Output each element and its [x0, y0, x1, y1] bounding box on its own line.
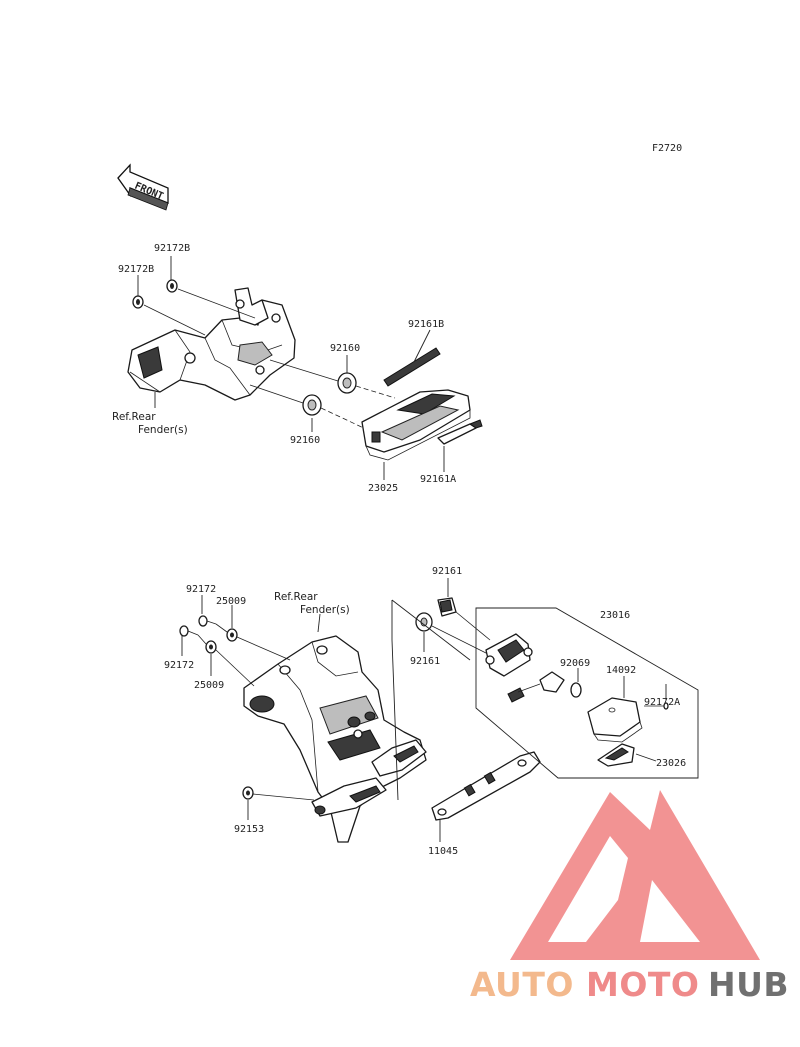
bolt-92172b-left [132, 295, 144, 309]
lens-14092 [587, 697, 643, 743]
label-92161b: 92161B [408, 319, 444, 330]
damper-92161-bottom [415, 612, 433, 632]
license-bracket-body [243, 635, 427, 843]
label-ref-rear-upper-2: Fender(s) [138, 424, 188, 436]
label-92069: 92069 [560, 658, 590, 669]
label-92172a: 92172A [644, 697, 680, 708]
logo-text-auto: AUTO [470, 965, 574, 1004]
socket-92069 [507, 671, 582, 703]
logo-text-hub: HUB [708, 965, 789, 1004]
label-92160-lower: 92160 [290, 435, 320, 446]
label-ref-rear-upper-1: Ref.Rear [112, 411, 156, 423]
grommet-92160-lower [302, 394, 322, 416]
label-92160-upper: 92160 [330, 343, 360, 354]
bolt-92172-bottom [179, 625, 199, 637]
front-arrow-icon: FRONT [117, 163, 169, 211]
label-92172-top: 92172 [186, 584, 216, 595]
label-92161-bottom: 92161 [410, 656, 440, 667]
label-92153: 92153 [234, 824, 264, 835]
bolt-92172-top [198, 615, 217, 627]
reflector-23026 [597, 743, 635, 767]
label-11045: 11045 [428, 846, 458, 857]
label-92172b-left: 92172B [118, 264, 154, 275]
plate-bracket-11045 [431, 751, 541, 821]
washer-25009-top [226, 628, 238, 642]
label-92172b-top: 92172B [154, 243, 190, 254]
washer-25009-bottom [205, 640, 217, 654]
label-ref-rear-lower-1: Ref.Rear [274, 591, 318, 603]
screw-92172a [644, 702, 669, 710]
label-92161-top: 92161 [432, 566, 462, 577]
damper-92161-top [437, 597, 457, 617]
upper-assembly: 92172B 92172B 92160 92160 92161B 23025 9… [112, 243, 483, 494]
label-23025: 23025 [368, 483, 398, 494]
grommet-92160-upper [337, 372, 357, 394]
figure-code: F2720 [652, 143, 682, 154]
tail-lamp-23025 [361, 389, 471, 461]
label-23016: 23016 [600, 610, 630, 621]
logo-text-moto: MOTO [586, 965, 699, 1004]
label-14092: 14092 [606, 665, 636, 676]
label-ref-rear-lower-2: Fender(s) [300, 604, 350, 616]
rear-fender-bracket-upper [127, 287, 296, 401]
bolt-92172b-right [166, 279, 178, 293]
automotohub-logo: AUTO MOTO HUB [470, 790, 789, 1004]
label-23026: 23026 [656, 758, 686, 769]
license-lamp-housing [485, 633, 533, 677]
label-25009-bottom: 25009 [194, 680, 224, 691]
label-92172-bottom: 92172 [164, 660, 194, 671]
lower-assembly: 92172 25009 92172 25009 92153 11045 9216… [164, 566, 699, 857]
label-25009-top: 25009 [216, 596, 246, 607]
bolt-92153 [242, 786, 254, 800]
pad-92161b [383, 347, 441, 387]
clip-92161a [437, 419, 483, 445]
label-92161a: 92161A [420, 474, 456, 485]
